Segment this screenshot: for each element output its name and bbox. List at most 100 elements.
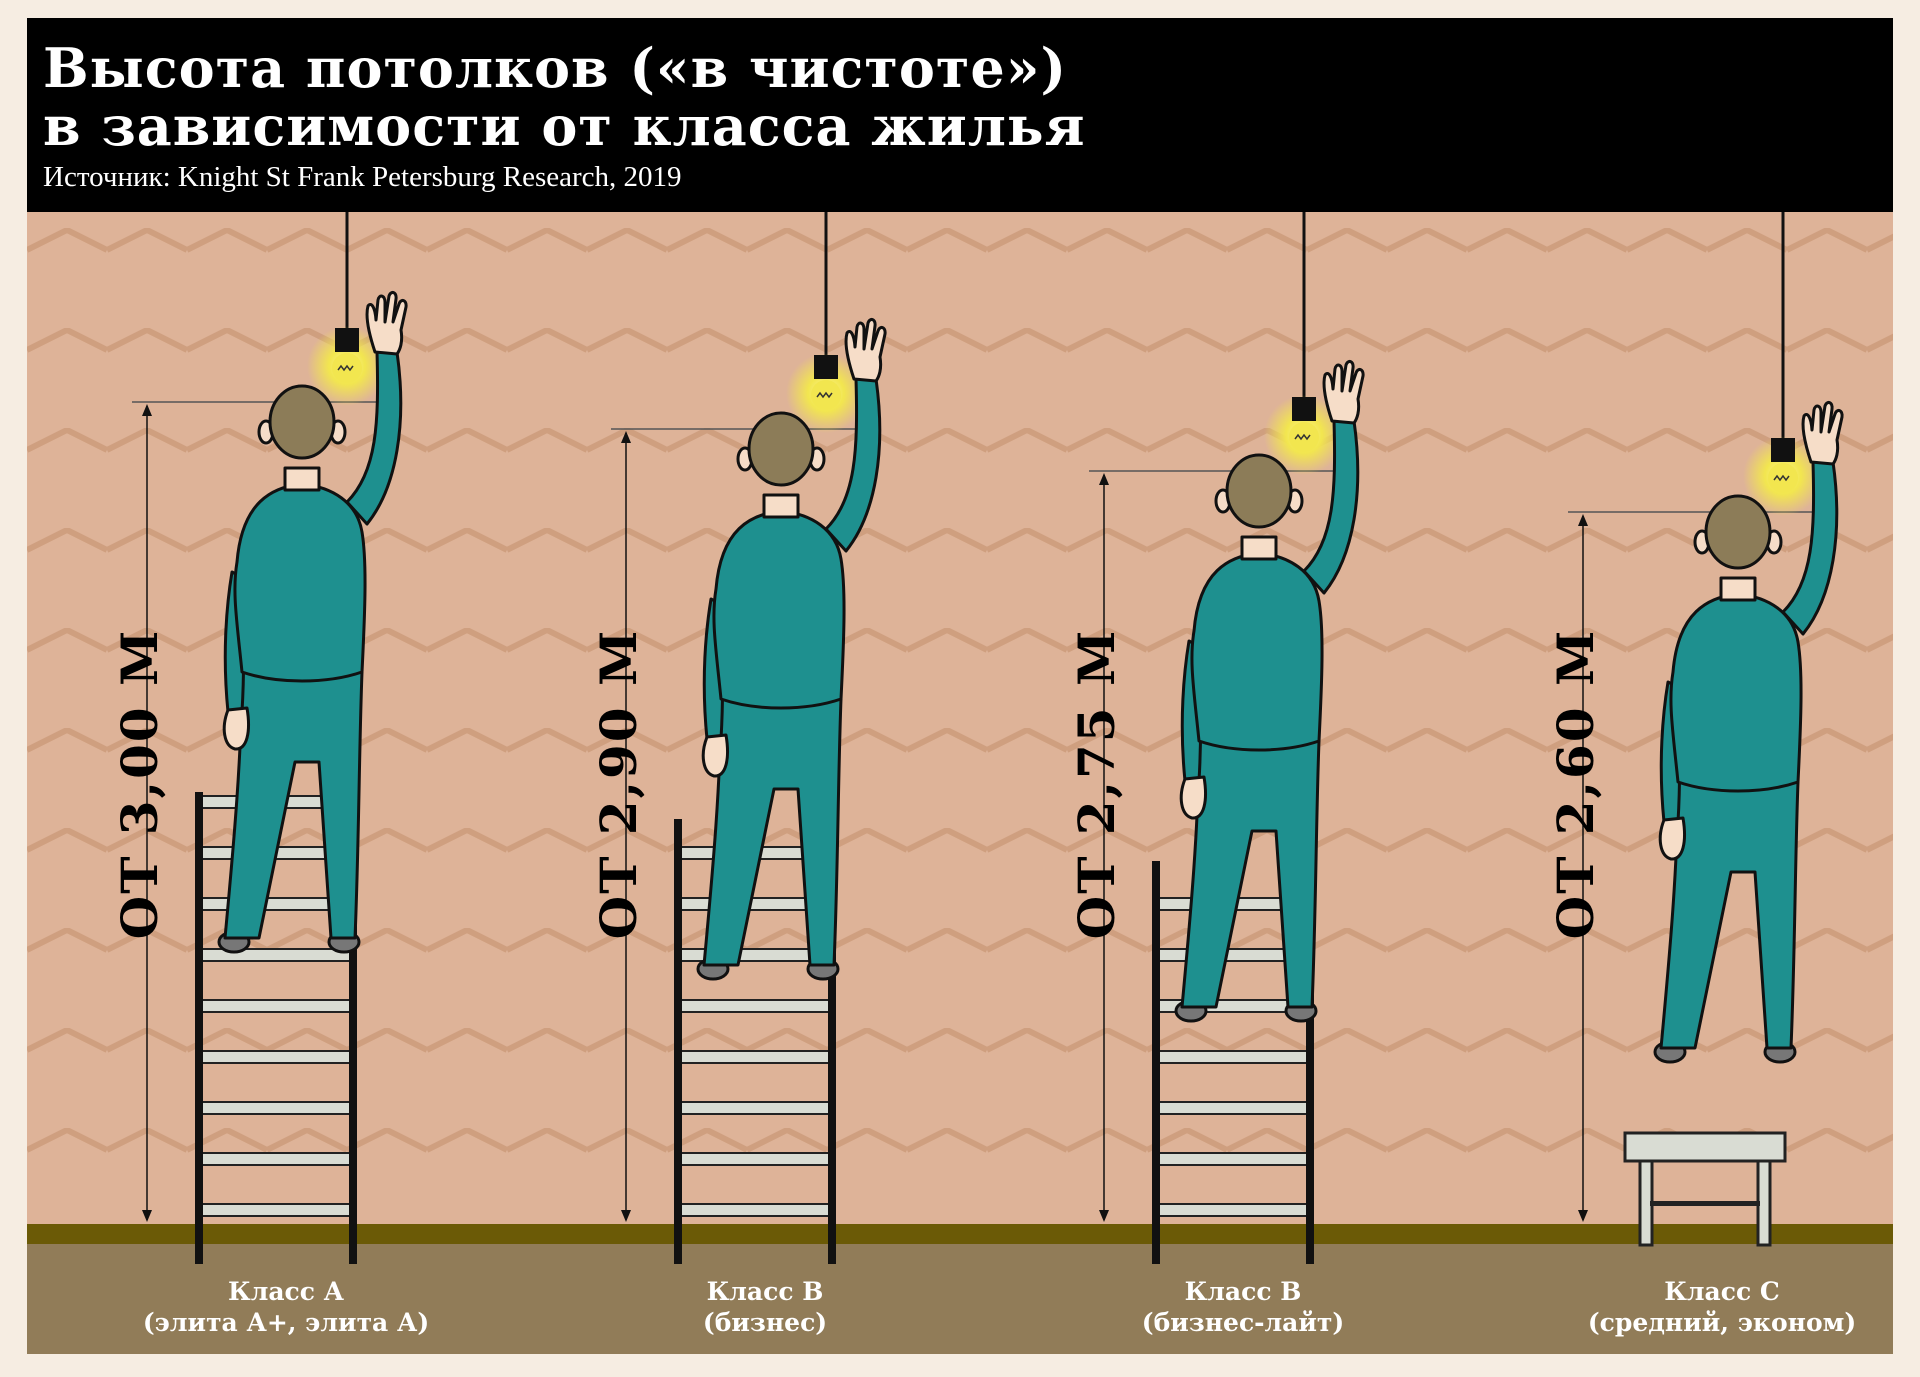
trousers <box>702 697 843 967</box>
hand-raised <box>844 317 887 383</box>
caption-class-b-business-lite: Класс В (бизнес-лайт) <box>1053 1276 1433 1338</box>
bulb-socket <box>1771 438 1795 462</box>
lightbulb <box>1289 422 1319 452</box>
lamp <box>1743 212 1823 516</box>
sweater <box>1190 551 1324 752</box>
ladder-rung <box>677 1101 833 1115</box>
hand-raised <box>1322 359 1365 425</box>
ladder-rung <box>677 1203 833 1217</box>
bulb-filament <box>1294 433 1311 441</box>
person-class-c <box>1653 400 1844 1064</box>
neck <box>1719 576 1757 602</box>
ladder-rung <box>198 1050 354 1064</box>
lamp <box>1264 212 1344 475</box>
trousers <box>1659 780 1800 1050</box>
ladder-rail-right <box>1306 861 1314 1264</box>
height-label-class-a: ОТ 3,00 М <box>110 628 169 940</box>
title-line-2: в зависимости от класса жилья <box>43 94 1086 158</box>
class-detail: (средний, эконом) <box>1587 1308 1857 1337</box>
sweater <box>233 482 367 683</box>
lightbulb <box>1768 463 1798 493</box>
lightbulb <box>811 380 841 410</box>
sweater <box>1669 592 1803 793</box>
ladder-rung <box>198 1203 354 1217</box>
stool-seat <box>1623 1131 1787 1163</box>
ladder-rung <box>1155 1050 1311 1064</box>
head-hair <box>268 384 336 460</box>
sweater <box>712 509 846 710</box>
ladder-rail-left <box>674 819 682 1264</box>
dimension-arrow-top <box>142 404 152 416</box>
hand-left <box>222 706 250 751</box>
title-line-1: Высота потолков («в чистоте») <box>43 36 1068 100</box>
class-detail: (бизнес-лайт) <box>1141 1308 1345 1337</box>
ladder-rung <box>198 1101 354 1115</box>
head-hair <box>747 411 815 487</box>
class-name: Класс В <box>706 1277 824 1306</box>
height-label-class-b-business-lite: ОТ 2,75 М <box>1067 628 1126 940</box>
dimension-arrow-bottom <box>1099 1210 1109 1222</box>
group-class-a <box>132 212 408 1264</box>
hand-raised <box>365 290 408 356</box>
lamp <box>786 212 866 433</box>
hand-left <box>1658 816 1686 861</box>
bulb-socket <box>814 355 838 379</box>
class-detail: (бизнес) <box>702 1308 828 1337</box>
stool <box>1623 1131 1787 1247</box>
ladder-rung <box>198 948 354 962</box>
lightbulb <box>332 353 362 383</box>
ladder-rail-left <box>1152 861 1160 1264</box>
hand-raised <box>1801 400 1844 466</box>
neck <box>1240 535 1278 561</box>
hand-left <box>1179 775 1207 820</box>
ladder-rail-right <box>349 792 357 1264</box>
header: Высота потолков («в чистоте») в зависимо… <box>27 18 1893 212</box>
bulb-filament <box>337 364 354 372</box>
ladder-rung <box>1155 1101 1311 1115</box>
ladder-rung <box>198 999 354 1013</box>
ladder-rung <box>677 1152 833 1166</box>
trousers <box>1180 739 1321 1009</box>
caption-class-c: Класс С (средний, эконом) <box>1532 1276 1893 1338</box>
dimension-arrow-top <box>1578 514 1588 526</box>
group-class-c <box>1568 212 1844 1247</box>
bulb-socket <box>1292 397 1316 421</box>
hand-left <box>701 733 729 778</box>
class-name: Класс С <box>1664 1277 1780 1306</box>
source-note: Источник: Knight St Frank Petersburg Res… <box>43 161 682 193</box>
ladder-rail-right <box>828 819 836 1264</box>
caption-class-b-business: Класс В (бизнес) <box>575 1276 955 1338</box>
ladder-rail-left <box>195 792 203 1264</box>
ladder-rung <box>1155 1152 1311 1166</box>
head-hair <box>1704 494 1772 570</box>
head-hair <box>1225 453 1293 529</box>
lamp <box>307 212 387 406</box>
scene <box>27 212 1893 1354</box>
neck <box>283 466 321 492</box>
class-name: Класс А <box>227 1277 345 1306</box>
person-class-b-business-lite <box>1174 359 1365 1023</box>
dimension-arrow-top <box>1099 473 1109 485</box>
class-name: Класс В <box>1184 1277 1302 1306</box>
ladder-rung <box>677 999 833 1013</box>
ladder-rung <box>677 1050 833 1064</box>
ladder-rung <box>198 1152 354 1166</box>
dimension-arrow-bottom <box>142 1210 152 1222</box>
stool-crossbar <box>1650 1201 1760 1206</box>
ladder-rung <box>1155 1203 1311 1217</box>
trousers <box>223 670 364 940</box>
neck <box>762 493 800 519</box>
floor <box>27 1244 1893 1354</box>
dimension-arrow-top <box>621 431 631 443</box>
dimension-arrow-bottom <box>1578 1210 1588 1222</box>
group-class-b-business-lite <box>1089 212 1365 1264</box>
person-class-b-business <box>696 317 887 981</box>
bulb-filament <box>816 391 833 399</box>
height-label-class-c: ОТ 2,60 М <box>1546 628 1605 940</box>
bulb-filament <box>1773 474 1790 482</box>
height-label-class-b-business: ОТ 2,90 М <box>589 628 648 940</box>
group-class-b-business <box>611 212 887 1264</box>
caption-class-a: Класс А (элита А+, элита А) <box>96 1276 476 1338</box>
infographic-frame: Высота потолков («в чистоте») в зависимо… <box>27 18 1893 1354</box>
skirting-board <box>27 1224 1893 1244</box>
